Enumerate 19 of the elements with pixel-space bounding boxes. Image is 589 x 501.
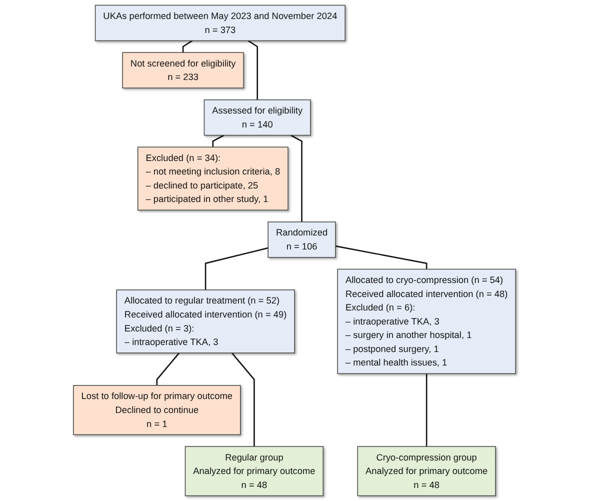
connector <box>156 352 180 386</box>
node-box: Excluded (n = 34): – not meeting inclusion criteria, 8 – declined to participate, 25 – participated in other study, 1 <box>137 146 288 211</box>
node-box: Assessed for eligibility n = 140 <box>204 99 311 136</box>
node-box: Not screened for eligibility n = 233 <box>122 52 244 88</box>
node-box: Randomized n = 106 <box>268 222 336 258</box>
node-box: UKAs performed between May 2023 and November 2024 n = 373 <box>94 4 346 42</box>
connector <box>335 245 428 270</box>
node-box: Allocated to regular treatment (n = 52) Received allocated intervention (n = 49) Excluded (n = 3): – intraoperative TKA, 3 <box>116 290 295 354</box>
connector <box>231 352 255 446</box>
node-box: Regular group Analyzed for primary outcome n = 48 <box>184 446 324 496</box>
node-box: Lost to follow-up for primary outcome Declined to continue n = 1 <box>73 385 241 436</box>
node-box: Allocated to cryo-compression (n = 54) Received allocated intervention (n = 48) Excluded (n = 6): – intraoperative TKA, 3 – surgery in another hospital, 1 – postponed surgery, 1 – mental health issues, 1 <box>337 268 516 374</box>
connector <box>182 40 193 53</box>
node-box: Cryo-compression group Analyzed for primary outcome n = 48 <box>357 446 496 496</box>
connector <box>426 374 428 446</box>
connector <box>248 40 258 100</box>
connector <box>204 247 268 290</box>
connector <box>290 134 302 222</box>
connector <box>212 134 224 148</box>
